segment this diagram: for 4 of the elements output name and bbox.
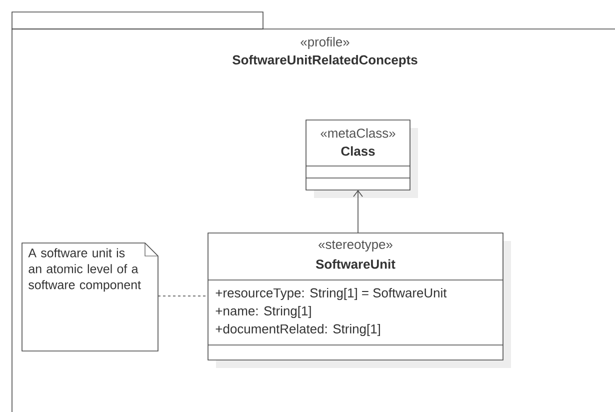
- arrow: [353, 190, 363, 234]
- class-box: «stereotype» SoftwareUnit +resourceType: String[1] = SoftwareUnit +name: String[1] +documentRelated: String[1]: [208, 232, 511, 368]
- note-box: A software unit is an atomic level of a software component: [22, 242, 158, 352]
- class-box: «metaClass» Class: [306, 120, 418, 198]
